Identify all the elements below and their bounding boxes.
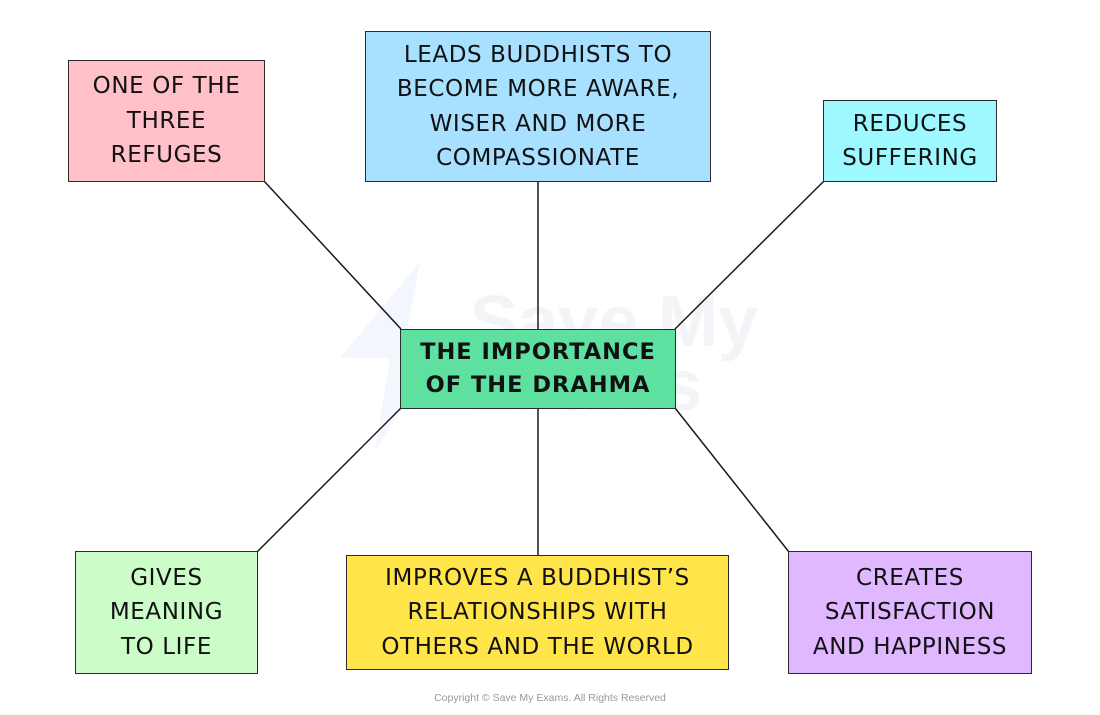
node-improves-relationships: IMPROVES A BUDDHIST’S RELATIONSHIPS WITH…: [346, 555, 729, 670]
node-gives-meaning-to-life: GIVES MEANING TO LIFE: [75, 551, 258, 674]
node-one-of-three-refuges: ONE OF THE THREE REFUGES: [68, 60, 265, 182]
center-text: THE IMPORTANCE OF THE DRAHMA: [420, 339, 656, 398]
copyright-notice: Copyright © Save My Exams. All Rights Re…: [434, 692, 666, 704]
central-topic-importance-of-dharma: THE IMPORTANCE OF THE DRAHMA: [400, 329, 676, 409]
node-text: IMPROVES A BUDDHIST’S RELATIONSHIPS WITH…: [381, 564, 694, 660]
node-text: LEADS BUDDHISTS TO BECOME MORE AWARE, WI…: [396, 41, 680, 172]
node-text: REDUCES SUFFERING: [842, 110, 978, 172]
node-reduces-suffering: REDUCES SUFFERING: [823, 100, 997, 182]
node-leads-buddhists-aware: LEADS BUDDHISTS TO BECOME MORE AWARE, WI…: [365, 31, 711, 182]
node-text: ONE OF THE THREE REFUGES: [92, 73, 241, 169]
node-text: CREATES SATISFACTION AND HAPPINESS: [812, 564, 1008, 660]
connector-bottom-left: [256, 407, 402, 553]
node-creates-satisfaction: CREATES SATISFACTION AND HAPPINESS: [788, 551, 1032, 674]
connector-top-right: [674, 180, 825, 330]
connector-top-left: [263, 180, 402, 330]
node-text: GIVES MEANING TO LIFE: [109, 564, 224, 660]
connector-bottom-right: [674, 407, 790, 553]
